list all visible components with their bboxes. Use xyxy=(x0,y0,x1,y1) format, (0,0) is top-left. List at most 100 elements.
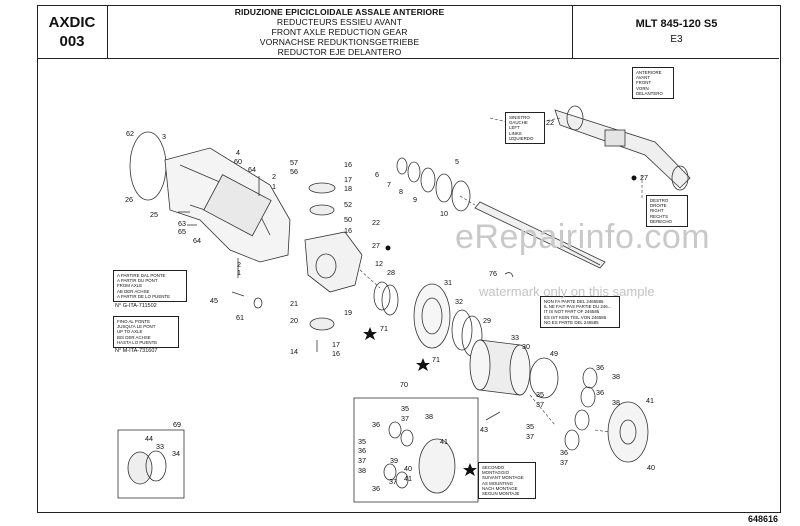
ref-label: 17 xyxy=(332,340,340,349)
ref-label: 19 xyxy=(344,308,352,317)
ref-label: 70 xyxy=(400,380,408,389)
o-ring-62 xyxy=(129,131,167,201)
arrow-icon xyxy=(504,272,514,278)
ref-label: 16 xyxy=(344,160,352,169)
ref-label: 40 xyxy=(647,463,655,472)
ref-label: 44 xyxy=(145,434,153,443)
drive-shaft xyxy=(474,201,606,269)
page-reference: 648616 xyxy=(747,514,778,524)
ref-label: 56 xyxy=(290,167,298,176)
ref-label: 37 xyxy=(536,400,544,409)
ref-label: 20 xyxy=(290,316,298,325)
dot-marker xyxy=(631,175,637,181)
ref-label: 36 xyxy=(372,420,380,429)
ref-label: 30 xyxy=(522,342,530,351)
edition: E3 xyxy=(670,33,683,45)
ref-label: 60 xyxy=(234,157,242,166)
ref-label: 38 xyxy=(612,398,620,407)
ref-label: 61 xyxy=(236,313,244,322)
ref-label: 27 xyxy=(372,241,380,250)
ref-label: 35 xyxy=(358,437,366,446)
dot-marker xyxy=(385,245,391,251)
ring-gear xyxy=(509,344,531,396)
ref-label: 17 xyxy=(344,175,352,184)
planetary-kit-box xyxy=(353,397,479,503)
ref-label: 62 xyxy=(126,129,134,138)
note-destro: DESTRO DROITE RIGHT RECHTS DERECHO xyxy=(646,195,688,228)
model-cell: MLT 845-120 S5 E3 xyxy=(572,5,780,58)
ref-label: 2 xyxy=(237,260,241,269)
ref-label: 37 xyxy=(389,477,397,486)
ref-label: 65 xyxy=(178,227,186,236)
ref-label: 37 xyxy=(358,456,366,465)
ref-label: 5 xyxy=(455,157,459,166)
ref-label: 41 xyxy=(646,396,654,405)
ref-label: 25 xyxy=(150,210,158,219)
ref-label: 38 xyxy=(425,412,433,421)
model-name: MLT 845-120 S5 xyxy=(635,17,718,30)
ref-label: 41 xyxy=(440,437,448,446)
ref-label: 12 xyxy=(375,259,383,268)
hub-flange xyxy=(413,283,451,349)
title-de: VORNACHSE REDUKTIONSGETRIEBE xyxy=(259,36,420,47)
ref-label: 29 xyxy=(483,316,491,325)
ref-label: 31 xyxy=(444,278,452,287)
ref-label: 36 xyxy=(596,388,604,397)
note-fino-al: FINO AL PONTE JUSQU'A LE PONT UP TO AXLE… xyxy=(113,316,179,349)
ref-label: 9 xyxy=(413,195,417,204)
ref-label: 38 xyxy=(358,466,366,475)
ref-label: 35 xyxy=(536,390,544,399)
ref-label: 1 xyxy=(272,182,276,191)
ref-label: 71 xyxy=(380,324,388,333)
ref-label: 32 xyxy=(455,297,463,306)
ref-label: 33 xyxy=(511,333,519,342)
ref-label: 34 xyxy=(172,449,180,458)
star-marker xyxy=(416,358,430,371)
ref-label: 4 xyxy=(236,148,240,157)
ref-label: 27 xyxy=(640,173,648,182)
ref-label: 76 xyxy=(489,269,497,278)
ref-label: 3 xyxy=(162,132,166,141)
section-number: 003 xyxy=(59,32,85,50)
ref-label: 7 xyxy=(387,180,391,189)
ref-label: 36 xyxy=(358,446,366,455)
ref-label: 21 xyxy=(290,299,298,308)
title-fr: REDUCTEURS ESSIEU AVANT xyxy=(276,16,403,27)
ref-label: 33 xyxy=(156,442,164,451)
ref-label: 16 xyxy=(332,349,340,358)
ref-label: 39 xyxy=(390,456,398,465)
ref-label: 69 xyxy=(173,420,181,429)
ref-label: 52 xyxy=(344,200,352,209)
ref-label: 36 xyxy=(560,448,568,457)
ref-label: 36 xyxy=(372,484,380,493)
ref-label: 38 xyxy=(612,372,620,381)
ref-label: 28 xyxy=(387,268,395,277)
ref-label: 45 xyxy=(210,296,218,305)
watermark-main: eRepairinfo.com xyxy=(455,218,711,256)
ref-label: 50 xyxy=(344,215,352,224)
bearing-kit-box xyxy=(117,429,185,499)
watermark-sub: watermark only on this sample xyxy=(479,284,655,299)
title-cell: RIDUZIONE EPICICLOIDALE ASSALE ANTERIORE… xyxy=(107,5,572,58)
title-block: AXDIC 003 RIDUZIONE EPICICLOIDALE ASSALE… xyxy=(37,5,779,59)
star-marker xyxy=(463,463,477,476)
note-anteriore: ANTERIORE AVANT FRONT VORN DELANTERO xyxy=(632,67,674,100)
section-code-cell: AXDIC 003 xyxy=(37,5,108,58)
steering-knuckle xyxy=(304,231,363,293)
ref-label: 14 xyxy=(290,347,298,356)
ref-label: 22 xyxy=(372,218,380,227)
ref-label: 2 xyxy=(272,172,276,181)
section-code: AXDIC xyxy=(48,13,96,31)
axle-assembly-view xyxy=(554,109,691,189)
ref-label: 71 xyxy=(432,355,440,364)
ref-label: 43 xyxy=(480,425,488,434)
serial-from: N° G-ITA-711502 xyxy=(115,303,157,309)
ref-label: 36 xyxy=(596,363,604,372)
ref-label: 10 xyxy=(440,209,448,218)
ref-label: 6 xyxy=(375,170,379,179)
ref-label: 8 xyxy=(399,187,403,196)
planet-carrier xyxy=(607,401,649,463)
ref-label: 26 xyxy=(125,195,133,204)
